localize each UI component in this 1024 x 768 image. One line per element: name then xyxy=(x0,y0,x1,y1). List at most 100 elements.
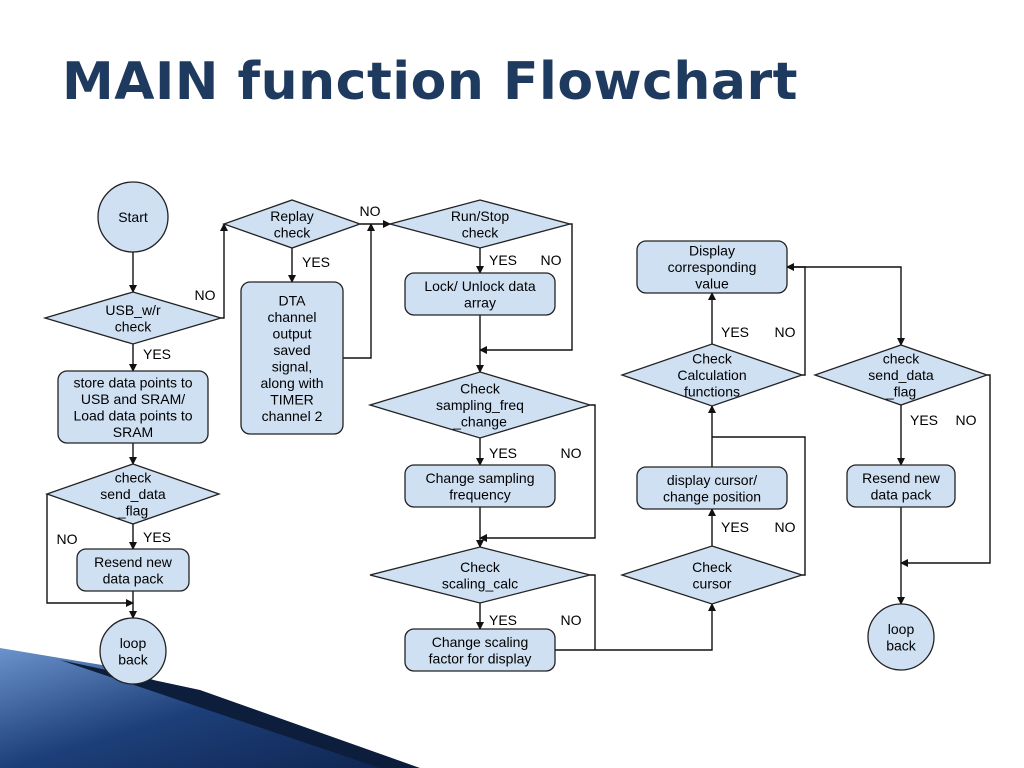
node-display-value-shape xyxy=(636,240,788,294)
node-send-flag-1-text: check xyxy=(115,470,153,486)
node-loop-2-text: back xyxy=(886,637,917,653)
node-display-cursor-text: display cursor/ xyxy=(667,472,757,488)
edge-label-cur-no: NO xyxy=(775,519,796,535)
edge-label-run-no: NO xyxy=(541,252,562,268)
node-loop-1-shape xyxy=(99,617,167,685)
node-dta-text: output xyxy=(273,325,312,341)
node-change-scaling-text: Change scaling xyxy=(432,634,529,650)
node-lock-text: Lock/ Unlock data xyxy=(424,278,535,294)
node-resend-1-text: Resend new xyxy=(94,554,173,570)
edge-label-replay-no: NO xyxy=(360,203,381,219)
node-display-cursor: display cursor/change position xyxy=(636,466,788,510)
edge-value-flag2 xyxy=(787,266,905,346)
edge-label-flag2-yes: YES xyxy=(910,412,938,428)
node-send-flag-2-text: check xyxy=(883,351,921,367)
node-change-scaling-shape xyxy=(404,628,556,672)
node-display-cursor-text: change position xyxy=(663,488,761,504)
node-replay-text: Replay xyxy=(270,208,314,224)
edge-label-calc-no: NO xyxy=(775,324,796,340)
node-dta-text: channel 2 xyxy=(262,408,323,424)
node-send-flag-2-text: send_data xyxy=(868,367,934,383)
node-calc-text: functions xyxy=(684,384,740,400)
edge-label-samp-no: NO xyxy=(561,445,582,461)
node-store-text: Load data points to xyxy=(73,407,192,423)
edge-label-run-yes: YES xyxy=(489,252,517,268)
node-resend-2-text: data pack xyxy=(871,486,933,502)
edge-usb-no-replay xyxy=(220,223,228,319)
edge-label-cur-yes: YES xyxy=(721,519,749,535)
node-send-flag-1-text: send_data xyxy=(100,486,166,502)
node-send-flag-1-text: _flag xyxy=(117,503,148,519)
node-send-flag-2-text: _flag xyxy=(885,384,916,400)
node-send-flag-1-shape xyxy=(45,463,221,525)
node-display-cursor-shape xyxy=(636,466,788,510)
node-replay-text: check xyxy=(274,224,312,240)
node-lock-text: array xyxy=(464,294,496,310)
node-start: Start xyxy=(97,181,169,253)
node-loop-1-text: back xyxy=(118,651,149,667)
node-runstop-text: check xyxy=(462,224,500,240)
node-cursor-text: cursor xyxy=(693,575,732,591)
node-store-text: SRAM xyxy=(113,424,153,440)
node-store-text: store data points to xyxy=(73,374,192,390)
edge-label-scal-yes: YES xyxy=(489,612,517,628)
node-dta-text: TIMER xyxy=(270,391,314,407)
node-display-value-text: value xyxy=(695,276,729,292)
edge-label-usb-yes: YES xyxy=(143,346,171,362)
node-dta-shape xyxy=(240,281,344,435)
node-calc-text: Calculation xyxy=(677,367,746,383)
node-display-value-text: corresponding xyxy=(668,259,757,275)
edge-label-flag1-yes: YES xyxy=(143,529,171,545)
edge-label-samp-yes: YES xyxy=(489,445,517,461)
edge-label-flag1-no: NO xyxy=(57,531,78,547)
edge-calc-no xyxy=(786,263,806,376)
node-change-sampling-text: Change sampling xyxy=(426,470,535,486)
edge-flag1-no-join xyxy=(46,494,134,607)
node-loop-2-text: loop xyxy=(888,621,915,637)
node-scaling-shape xyxy=(369,546,591,604)
node-display-value-text: Display xyxy=(689,243,735,259)
node-loop-1-text: loop xyxy=(120,635,147,651)
edge-label-calc-yes: YES xyxy=(721,324,749,340)
node-usb-check-text: USB_w/r xyxy=(105,302,161,318)
edge-samp-no xyxy=(479,404,596,542)
node-change-sampling-shape xyxy=(404,464,556,508)
node-replay-shape xyxy=(222,199,362,249)
node-dta-text: along with xyxy=(260,375,323,391)
edge-dta-back xyxy=(343,223,375,359)
node-calc-shape xyxy=(620,343,804,407)
edge-scaling-no xyxy=(590,574,596,650)
node-cursor-text: Check xyxy=(692,559,733,575)
node-cursor-shape xyxy=(619,545,805,605)
node-scaling-text: scaling_calc xyxy=(442,575,518,591)
node-sampling-shape xyxy=(367,371,593,439)
node-resend-2-text: Resend new xyxy=(862,470,941,486)
edge-label-flag2-no: NO xyxy=(956,412,977,428)
node-change-sampling-text: frequency xyxy=(449,486,510,502)
node-sampling-text: sampling_freq xyxy=(436,397,524,413)
node-start-text: Start xyxy=(118,209,148,225)
node-store-shape xyxy=(57,370,209,444)
slide-title: MAIN function Flowchart xyxy=(62,52,799,112)
node-calc-text: Check xyxy=(692,351,733,367)
node-change-scaling-text: factor for display xyxy=(429,650,532,666)
node-loop-2-shape xyxy=(867,603,935,671)
node-sampling-text: _change xyxy=(452,414,507,430)
